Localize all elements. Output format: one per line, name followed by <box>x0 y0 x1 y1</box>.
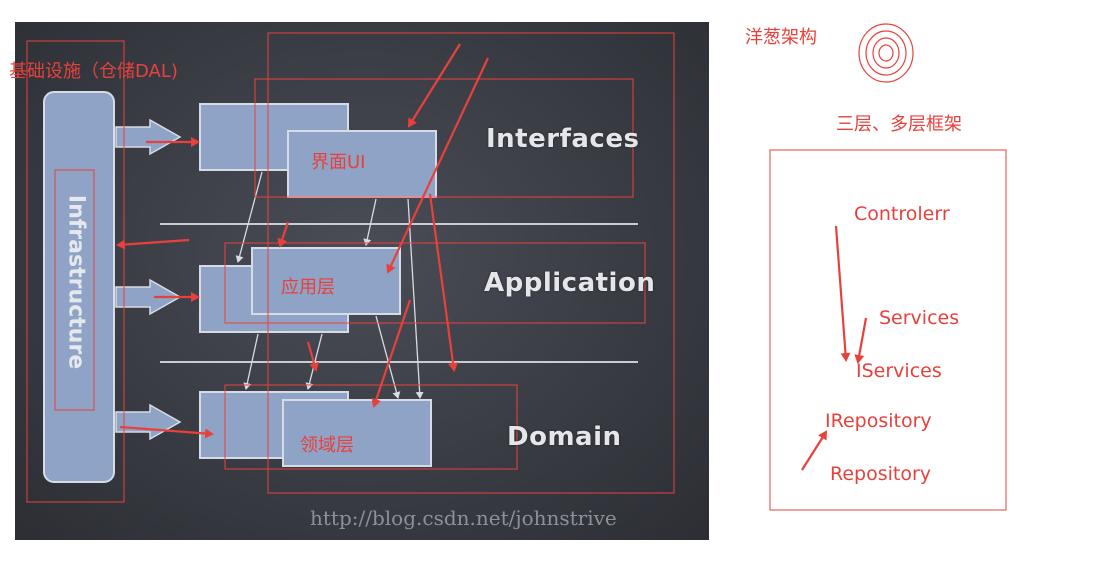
repository-item: Repository <box>830 463 932 485</box>
onion-icon <box>858 23 914 83</box>
red-arrow-5 <box>386 57 489 274</box>
dep-arrow-2 <box>363 198 377 246</box>
right-arrow-repository <box>801 430 828 471</box>
red-arrow-7 <box>428 193 459 372</box>
red-arrow-10 <box>119 425 214 439</box>
infrastructure-box <box>43 91 115 483</box>
multi-layer-label: 三层、多层框架 <box>836 114 962 135</box>
right-panel-box <box>769 149 1007 511</box>
infra-outline-outer <box>26 40 125 503</box>
iservices-item: IServices <box>856 360 942 382</box>
infra-arrow-bottom <box>115 403 182 441</box>
red-arrow-8 <box>306 341 319 372</box>
interfaces-annotation: 界面UI <box>311 152 366 173</box>
red-arrow-9 <box>371 299 412 408</box>
right-arrow-services <box>854 317 868 364</box>
infra-arrow-middle <box>115 278 182 316</box>
domain-label: Domain <box>507 422 622 452</box>
red-arrow-4 <box>277 221 290 248</box>
dep-arrow-5 <box>407 198 424 399</box>
services-item: Services <box>879 307 960 329</box>
red-arrow-3 <box>116 238 190 250</box>
irepository-item: IRepository <box>825 410 932 432</box>
watermark: http://blog.csdn.net/johnstrive <box>310 506 617 530</box>
interfaces-label: Interfaces <box>486 124 640 154</box>
dep-arrow-4 <box>375 315 401 399</box>
infrastructure-label: Infrastructure <box>63 194 89 370</box>
onion-architecture-label: 洋葱架构 <box>745 27 817 48</box>
application-annotation: 应用层 <box>281 277 335 298</box>
infra-arrow-top <box>115 118 182 156</box>
dep-arrow-6 <box>305 333 323 390</box>
controller-item: Controlerr <box>854 203 950 225</box>
application-label: Application <box>484 268 656 298</box>
red-arrow-1 <box>407 43 461 128</box>
infra-annotation: 基础设施（仓储DAL) <box>9 61 178 82</box>
right-arrow-controller <box>834 225 851 362</box>
domain-annotation: 领域层 <box>300 435 354 456</box>
application-outline <box>224 242 646 324</box>
dep-arrow-1 <box>235 171 263 263</box>
onion-outline-large <box>267 32 675 494</box>
infra-outline-inner <box>54 169 95 411</box>
application-box-front <box>251 247 401 315</box>
domain-box-front <box>282 399 432 467</box>
interfaces-outline <box>254 78 634 198</box>
domain-outline <box>224 384 518 470</box>
dep-arrow-3 <box>243 333 259 390</box>
